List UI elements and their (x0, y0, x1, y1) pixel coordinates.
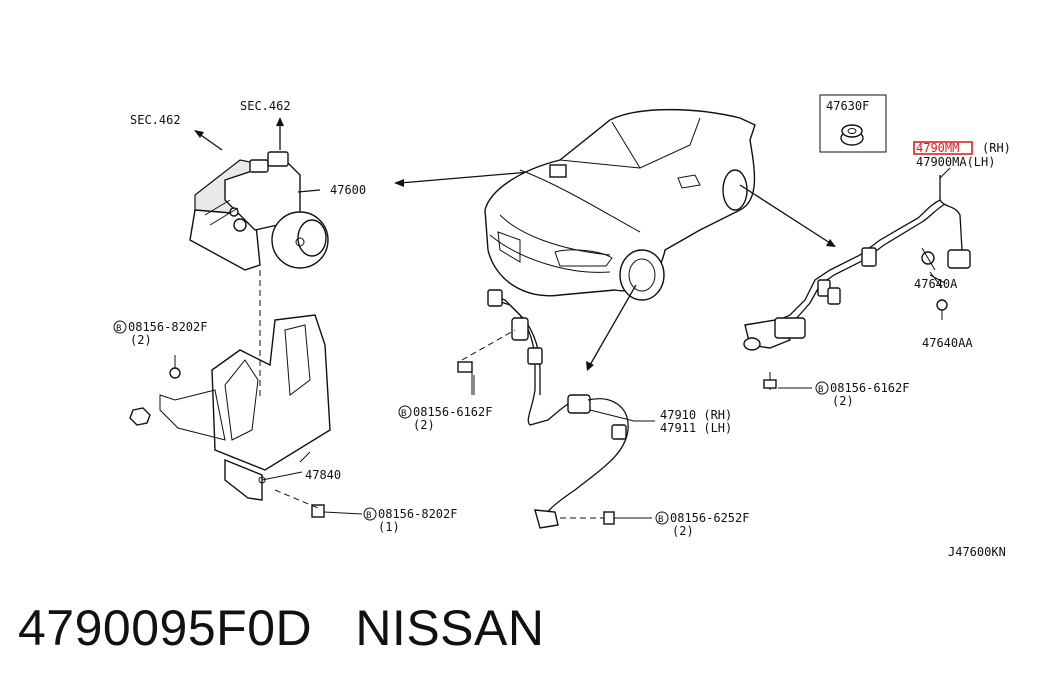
bolt-symbol-3 (815, 381, 829, 395)
label-sec462-b: SEC.462 (240, 99, 291, 113)
bolt-symbol-2-letter: B (401, 409, 406, 419)
diagram-id: J47600KN (948, 545, 1006, 559)
bolt-symbol-2 (398, 405, 412, 419)
label-bolt4-code: 08156-8202F (378, 507, 457, 521)
bolt-symbol-3-letter: B (818, 385, 823, 395)
label-4790m-highlighted: 4790ΜΜ (916, 141, 959, 155)
leader-lines (471, 167, 951, 422)
caption-brand: NISSAN (355, 600, 545, 656)
label-bolt2-code: 08156-6162F (413, 405, 492, 419)
front-sensor-harness (457, 289, 652, 529)
label-bolt1-code: 08156-8202F (128, 320, 207, 334)
label-47840: 47840 (305, 468, 341, 482)
part-caption: 4790095F0D NISSAN (18, 598, 544, 658)
bolt-symbol-1 (113, 320, 127, 334)
rear-sensor-harness (743, 175, 971, 390)
label-bolt5-code: 08156-6252F (670, 511, 749, 525)
bolt-symbol-5 (655, 511, 669, 525)
abs-actuator-47600 (189, 151, 329, 271)
label-bolt5-qty: (2) (672, 524, 694, 538)
bolt-symbol-1-letter: B (116, 324, 121, 334)
bolt-symbol-4 (363, 507, 377, 521)
label-bolt1-qty: (2) (130, 333, 152, 347)
label-bolt4-qty: (1) (378, 520, 400, 534)
label-bolt3-code: 08156-6162F (830, 381, 909, 395)
car-illustration (484, 108, 756, 301)
leader-actuator-car (394, 171, 531, 187)
label-47911-lh: 47911 (LH) (660, 421, 732, 435)
bolt-symbol-5-letter: B (658, 515, 663, 525)
sec-arrows (194, 117, 284, 151)
part-47630f-box (819, 94, 887, 153)
label-47910-rh: 47910 (RH) (660, 408, 732, 422)
label-rh: (RH) (982, 141, 1011, 155)
label-47900ma-lh: 47900MA(LH) (916, 155, 995, 169)
label-bolt2-qty: (2) (413, 418, 435, 432)
caption-part-number: 4790095F0D (18, 600, 313, 656)
part-highlight-box (913, 141, 973, 155)
label-47640aa: 47640AA (922, 336, 973, 350)
label-bolt3-qty: (2) (832, 394, 854, 408)
bolt-symbol-4-letter: B (366, 511, 371, 521)
label-47630f: 47630F (826, 99, 869, 113)
label-47600: 47600 (330, 183, 366, 197)
label-47640a: 47640A (914, 277, 958, 291)
label-sec462-a: SEC.462 (130, 113, 181, 127)
leader-car-sensors (586, 184, 836, 371)
bracket-47840 (129, 270, 363, 518)
